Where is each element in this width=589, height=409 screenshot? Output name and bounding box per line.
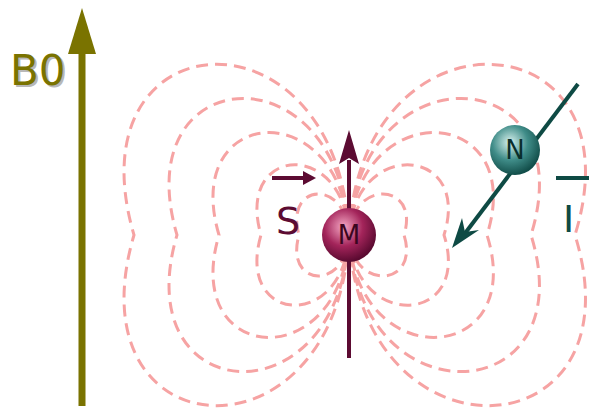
dipole-field-lines bbox=[124, 64, 585, 405]
spin-arrowhead bbox=[452, 218, 479, 248]
spin-ball: N bbox=[489, 124, 541, 176]
vector-arrowhead bbox=[303, 171, 316, 185]
field-line bbox=[349, 98, 539, 371]
vector-label: S bbox=[276, 202, 300, 240]
particle-label: M bbox=[338, 222, 360, 248]
vector-label: I bbox=[563, 200, 574, 238]
vector-bar bbox=[272, 176, 305, 180]
spin-ball: M bbox=[321, 207, 377, 263]
particle-label: N bbox=[505, 137, 524, 163]
field-arrow bbox=[79, 50, 86, 406]
field-line bbox=[349, 64, 585, 405]
spin-arrow bbox=[463, 84, 578, 236]
ball-fill bbox=[490, 125, 540, 175]
field-label: B0 bbox=[10, 50, 66, 92]
spin-arrowhead bbox=[339, 130, 359, 164]
ball-fill bbox=[322, 208, 376, 262]
field-arrowhead bbox=[68, 8, 96, 54]
field-line bbox=[124, 64, 349, 405]
vector-bar bbox=[556, 176, 589, 180]
